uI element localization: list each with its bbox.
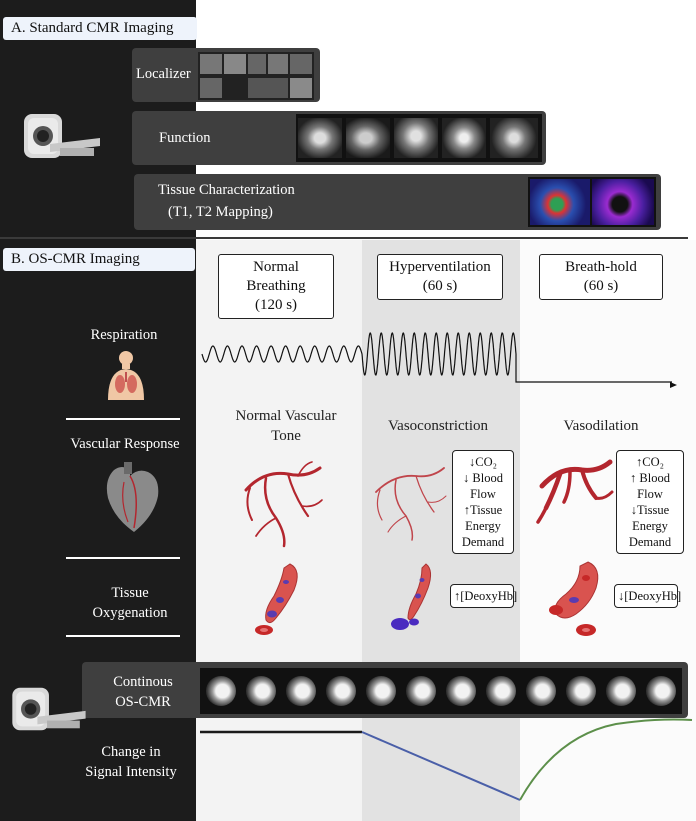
cine-frame [522, 669, 560, 713]
respiration-label: Respiration [90, 327, 158, 343]
signal-intensity-label: Change in Signal Intensity [85, 744, 177, 780]
normal-capillary-icon [255, 563, 298, 635]
row-separator [66, 557, 180, 559]
function-bar: Function [132, 111, 546, 165]
section-b-title: B. OS-CMR Imaging [3, 248, 195, 271]
vasoconstriction-oxygenation-box: ↑[DeoxyHb] [450, 584, 517, 608]
continuous-oscmr-label: Continous OS-CMR [113, 674, 173, 710]
signal-increase-segment [519, 718, 693, 801]
respiration-waveform [201, 332, 677, 388]
cine-frame [642, 669, 680, 713]
cine-image-strip [200, 668, 682, 714]
vascular-response-label: Vascular Response [70, 436, 180, 452]
function-images [296, 114, 542, 162]
mri-scanner-icon [24, 114, 100, 158]
tissue-characterization-bar: Tissue Characterization (T1, T2 Mapping) [134, 174, 661, 230]
cine-frame [602, 669, 640, 713]
cine-frame [322, 669, 360, 713]
phase-name: Breath-hold [565, 259, 637, 275]
phase-normal-breathing: Normal Breathing (120 s) [218, 254, 334, 319]
torso-lungs-icon [108, 351, 144, 400]
localizer-bar: Localizer [132, 48, 320, 102]
mapping-label: (T1, T2 Mapping) [168, 204, 273, 220]
phase-duration: (60 s) [583, 278, 619, 294]
tissue-oxygenation-label: Tissue Oxygenation [92, 585, 168, 621]
localizer-images [198, 52, 314, 100]
dilated-vessel-tree [536, 459, 614, 524]
section-a-title: A. Standard CMR Imaging [3, 17, 197, 40]
tissue-characterization-label: Tissue Characterization [158, 182, 295, 198]
phase-name: Normal Breathing [246, 259, 306, 294]
mri-scanner-icon [12, 687, 86, 731]
phase-duration: (120 s) [254, 297, 298, 313]
normal-tone-title: Normal Vascular Tone [235, 408, 337, 444]
signal-decrease-segment [361, 731, 521, 801]
signal-intensity-curve [200, 718, 693, 801]
constricted-capillary-icon [391, 563, 432, 630]
vasodilation-title: Vasodilation [563, 418, 639, 434]
vasoconstriction-title: Vasoconstriction [388, 418, 488, 434]
row-separator [66, 418, 180, 420]
vasodilation-oxygenation-box: ↓[DeoxyHb] [614, 584, 681, 608]
section-separator [0, 237, 688, 239]
phase-duration: (60 s) [422, 278, 458, 294]
cine-frame [242, 669, 280, 713]
cine-frame [282, 669, 320, 713]
vasoconstriction-effects-box: ↓CO₂ ↓ Blood Flow ↑Tissue Energy Demand [452, 450, 514, 554]
cine-frame [562, 669, 600, 713]
cine-frame [482, 669, 520, 713]
normal-vessel-tree [244, 461, 323, 548]
localizer-label: Localizer [136, 66, 191, 82]
vasodilation-effects-box: ↑CO₂ ↑ Blood Flow ↓Tissue Energy Demand [616, 450, 684, 554]
phase-breath-hold: Breath-hold (60 s) [539, 254, 663, 300]
row-separator [66, 635, 180, 637]
cine-frame [202, 669, 240, 713]
phase-hyperventilation: Hyperventilation (60 s) [377, 254, 503, 300]
heart-icon [106, 462, 159, 532]
phase-name: Hyperventilation [389, 259, 491, 275]
cine-frame [442, 669, 480, 713]
normal-breathing-column [196, 240, 362, 821]
constricted-vessel-tree [375, 467, 447, 541]
cine-frame [362, 669, 400, 713]
mapping-images [528, 177, 656, 227]
cine-frame [402, 669, 440, 713]
function-label: Function [159, 130, 211, 146]
dilated-capillary-icon [549, 561, 599, 636]
